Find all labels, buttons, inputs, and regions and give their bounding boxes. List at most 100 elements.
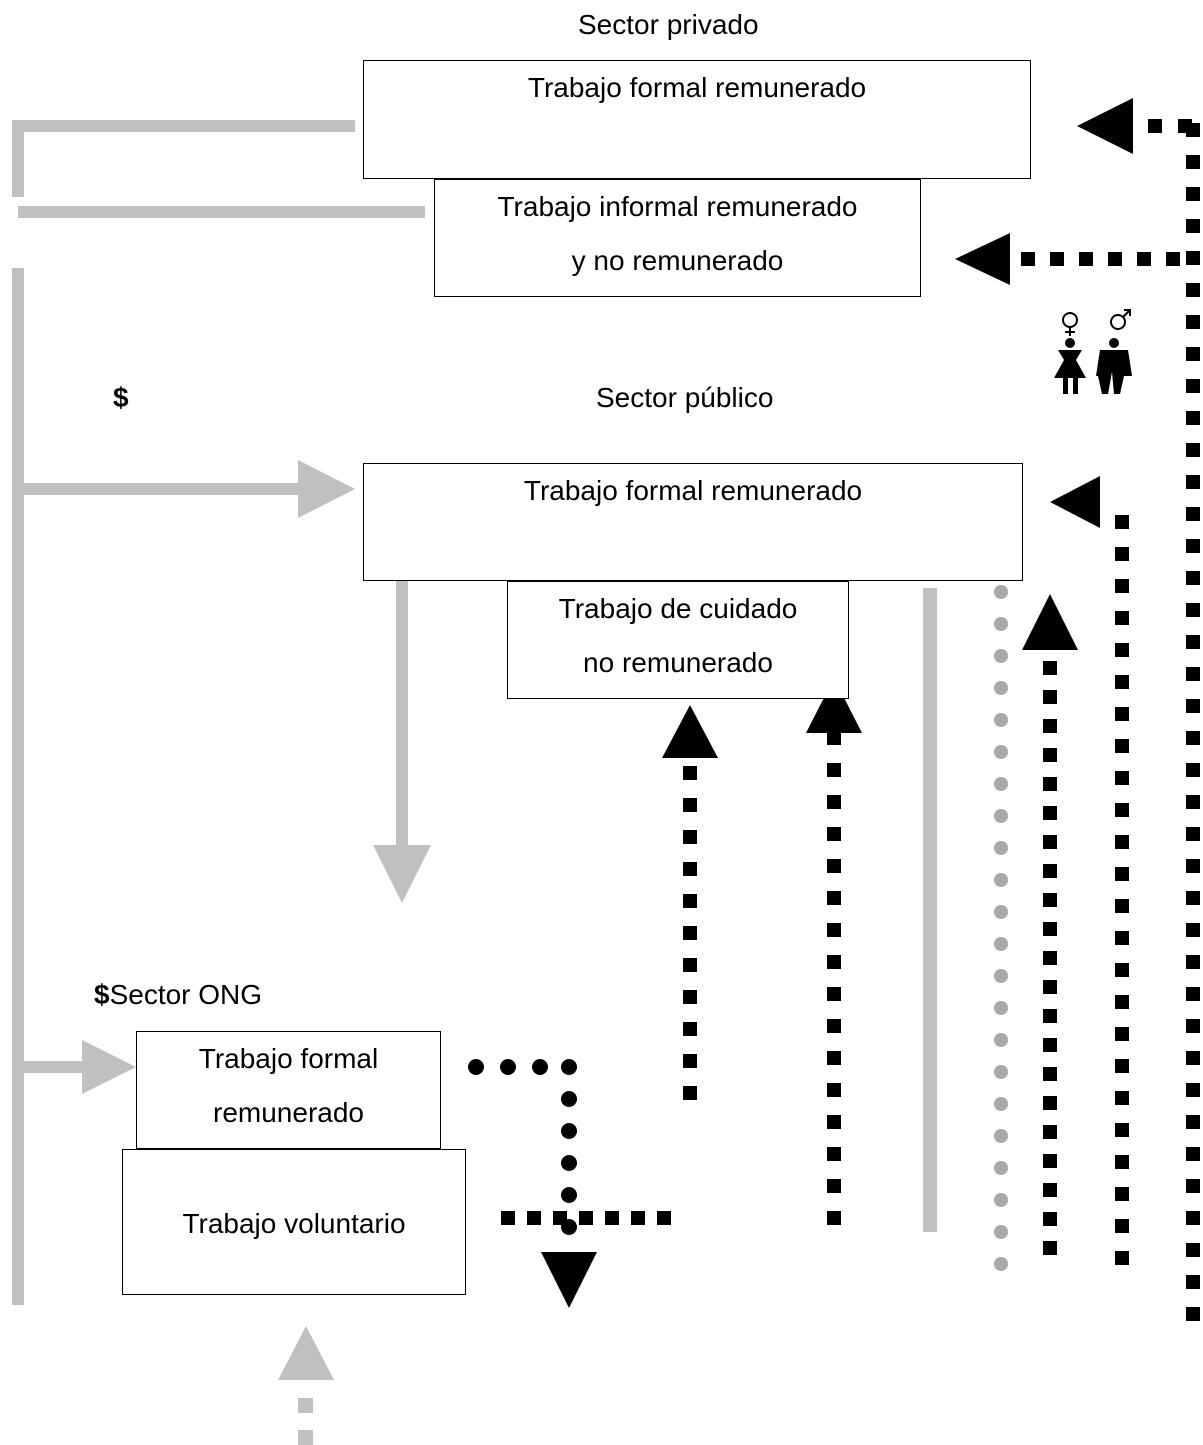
- gray-flow-lines: [12, 120, 937, 1305]
- female-symbol-icon: [1062, 312, 1078, 336]
- public-sector-title: Sector público: [596, 382, 774, 413]
- gray-dashed-bottom: [298, 1398, 313, 1445]
- dash-public-formal: [1115, 1187, 1129, 1201]
- dash-right-main: [1186, 987, 1200, 1001]
- gray-dotted-line: [994, 841, 1008, 855]
- dotted-ngo-vertical: [561, 1123, 577, 1139]
- dash-volunteer-horizontal: [527, 1211, 541, 1225]
- dotted-ngo-vertical: [561, 1091, 577, 1107]
- dash-public-up: [1043, 893, 1057, 907]
- gray-dotted-line: [994, 585, 1008, 599]
- dash-public-up: [1043, 922, 1057, 936]
- dash-public-formal: [1115, 1155, 1129, 1169]
- dash-volunteer-horizontal: [579, 1211, 593, 1225]
- dash-public-formal: [1115, 1219, 1129, 1233]
- dash-public-formal: [1115, 707, 1129, 721]
- dash-right-main: [1186, 411, 1200, 425]
- dash-care-right: [827, 1083, 841, 1097]
- dash-care-left: [683, 830, 697, 844]
- ngo-formal-box: Trabajo formal remunerado: [136, 1031, 441, 1149]
- dash-branch-informal: [1166, 252, 1180, 266]
- dash-public-formal: [1115, 1123, 1129, 1137]
- dash-branch-formal: [1148, 119, 1162, 133]
- dash-right-main: [1186, 635, 1200, 649]
- dotted-ngo-horizontal: [468, 1059, 484, 1075]
- dash-public-up: [1043, 719, 1057, 733]
- ngo-sector-heading: $Sector ONG: [94, 968, 262, 1022]
- dash-public-up: [1043, 1038, 1057, 1052]
- arrow-to-private-formal: [1077, 98, 1133, 154]
- dash-volunteer-horizontal: [501, 1211, 515, 1225]
- dash-public-up: [1043, 951, 1057, 965]
- gray-dotted-line: [994, 1193, 1008, 1207]
- dash-care-right: [827, 827, 841, 841]
- dash-care-right: [827, 731, 841, 745]
- dash-right-main: [1186, 1019, 1200, 1033]
- dash-public-formal: [1115, 1251, 1129, 1265]
- dash-public-formal: [1115, 867, 1129, 881]
- dash-public-formal: [1115, 963, 1129, 977]
- dash-branch-formal: [1178, 119, 1192, 133]
- dash-public-formal: [1115, 899, 1129, 913]
- dash-volunteer-horizontal: [553, 1211, 567, 1225]
- gray-dotted-line: [994, 649, 1008, 663]
- gray-dotted-line: [994, 681, 1008, 695]
- dash-right-main: [1186, 1115, 1200, 1129]
- dash-care-left: [683, 958, 697, 972]
- arrow-to-ngo: [82, 1040, 136, 1094]
- dash-right-main: [1186, 187, 1200, 201]
- arrow-up-care-left: [662, 705, 718, 758]
- dash-right-main: [1186, 475, 1200, 489]
- dash-care-left: [683, 990, 697, 1004]
- gray-dotted-line: [994, 713, 1008, 727]
- public-care-label-1: Trabajo de cuidado: [558, 593, 798, 624]
- black-arrowheads: [541, 98, 1133, 1308]
- dash-care-right: [827, 763, 841, 777]
- arrow-to-private-informal: [955, 233, 1010, 285]
- dash-public-up: [1043, 1125, 1057, 1139]
- dash-volunteer-horizontal: [631, 1211, 645, 1225]
- private-formal-label: Trabajo formal remunerado: [527, 72, 867, 103]
- dash-right-main: [1186, 859, 1200, 873]
- ngo-currency-symbol: $: [94, 979, 110, 1010]
- dash-right-main: [1186, 1275, 1200, 1289]
- dash-care-right: [827, 859, 841, 873]
- private-sector-title: Sector privado: [578, 9, 759, 40]
- dotted-ngo-horizontal: [532, 1059, 548, 1075]
- dash-branch-informal: [1079, 252, 1093, 266]
- dash-branch-informal: [1137, 252, 1151, 266]
- dash-care-right: [827, 795, 841, 809]
- gray-dotted-line: [994, 969, 1008, 983]
- gray-dotted-line: [994, 1097, 1008, 1111]
- dash-care-right: [827, 891, 841, 905]
- dash-right-main: [1186, 219, 1200, 233]
- dash-right-main: [1186, 827, 1200, 841]
- gray-dotted-line: [994, 1001, 1008, 1015]
- dash-care-right: [827, 923, 841, 937]
- dash-right-main: [1186, 667, 1200, 681]
- dash-public-up: [1043, 748, 1057, 762]
- man-figure-icon: [1096, 338, 1132, 394]
- dash-right-main: [1186, 795, 1200, 809]
- dash-branch-informal: [1108, 252, 1122, 266]
- dash-right-main: [1186, 763, 1200, 777]
- dash-right-main: [1186, 891, 1200, 905]
- dash-public-formal: [1115, 771, 1129, 785]
- dash-public-formal: [1115, 1091, 1129, 1105]
- dash-right-main: [1186, 155, 1200, 169]
- woman-figure-icon: [1054, 338, 1086, 394]
- dash-care-left: [683, 766, 697, 780]
- dash-branch-informal: [1021, 252, 1035, 266]
- dash-right-main: [1186, 1083, 1200, 1097]
- dash-right-main: [1186, 571, 1200, 585]
- dash-right-main: [1186, 315, 1200, 329]
- dash-right-main: [1186, 1307, 1200, 1321]
- ngo-volunteer-label: Trabajo voluntario: [182, 1208, 406, 1239]
- dash-care-right: [827, 1115, 841, 1129]
- arrow-to-public-formal: [1050, 476, 1100, 528]
- gray-dotted-line: [994, 1065, 1008, 1079]
- dotted-ngo-vertical: [561, 1059, 577, 1075]
- dash-care-right: [827, 1019, 841, 1033]
- dash-right-main: [1186, 1211, 1200, 1225]
- gray-dotted-line: [994, 1225, 1008, 1239]
